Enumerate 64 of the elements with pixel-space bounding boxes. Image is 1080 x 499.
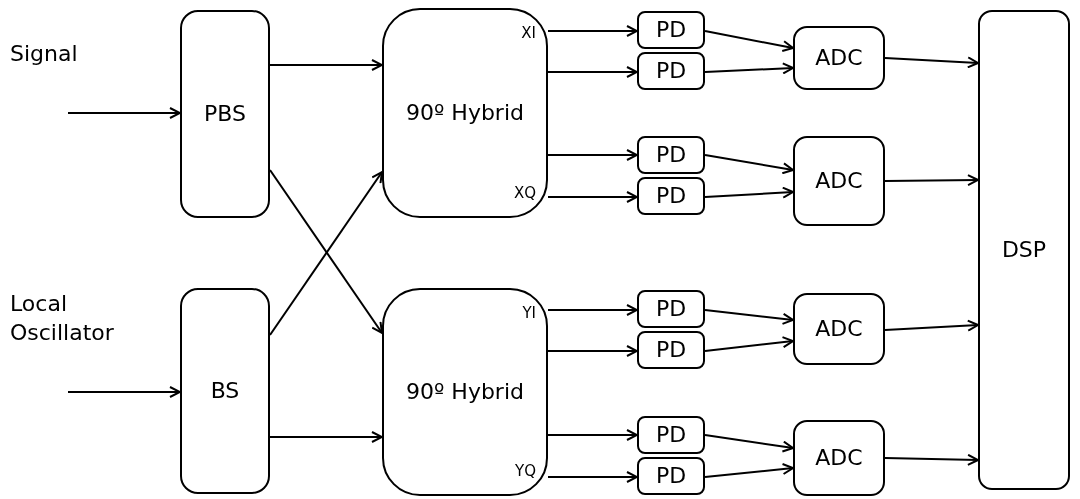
arrow bbox=[884, 56, 979, 69]
arrow bbox=[547, 304, 638, 316]
arrow bbox=[884, 174, 979, 187]
arrow bbox=[547, 25, 638, 37]
node-label: ADC bbox=[815, 443, 863, 472]
arrow bbox=[547, 345, 638, 357]
arrow bbox=[547, 149, 638, 161]
adc-box bbox=[793, 420, 885, 496]
node-label: ADC bbox=[815, 166, 863, 195]
arrow bbox=[67, 386, 181, 398]
hybrid-box bbox=[382, 8, 548, 218]
adc-box bbox=[793, 293, 885, 365]
node-label: ADC bbox=[815, 314, 863, 343]
dsp-box bbox=[978, 10, 1070, 490]
port-label: YI bbox=[522, 304, 536, 322]
photodiode-box bbox=[637, 457, 705, 495]
photodiode-box bbox=[637, 290, 705, 328]
arrow bbox=[704, 336, 794, 352]
photodiode-box bbox=[637, 11, 705, 49]
node-label: PD bbox=[655, 56, 687, 85]
port-label: XI bbox=[521, 24, 536, 42]
node-label: 90º Hybrid bbox=[406, 98, 524, 127]
node-label: PD bbox=[655, 15, 687, 44]
input-label: Signal bbox=[10, 40, 79, 68]
photodiode-box bbox=[637, 416, 705, 454]
node-label: PD bbox=[655, 294, 687, 323]
splitter-box bbox=[180, 10, 270, 218]
node-label: PD bbox=[655, 420, 687, 449]
arrow bbox=[547, 471, 638, 483]
arrow bbox=[884, 319, 979, 332]
node-label: 90º Hybrid bbox=[406, 377, 524, 406]
arrow bbox=[269, 431, 383, 443]
arrow bbox=[704, 154, 794, 175]
arrow bbox=[704, 186, 794, 199]
input-label: Local Oscillator bbox=[10, 290, 115, 347]
arrow bbox=[704, 434, 794, 453]
port-label: XQ bbox=[513, 184, 536, 202]
photodiode-box bbox=[637, 177, 705, 215]
arrow bbox=[547, 429, 638, 441]
port-label: YQ bbox=[515, 462, 536, 480]
photodiode-box bbox=[637, 331, 705, 369]
node-label: PD bbox=[655, 181, 687, 210]
node-label: DSP bbox=[1001, 235, 1047, 264]
node-label: PD bbox=[655, 140, 687, 169]
adc-box bbox=[793, 26, 885, 90]
node-label: PBS bbox=[204, 99, 246, 128]
arrow bbox=[704, 30, 794, 52]
arrow bbox=[269, 59, 383, 71]
photodiode-box bbox=[637, 136, 705, 174]
arrow bbox=[704, 463, 794, 478]
arrow bbox=[884, 453, 979, 466]
node-label: ADC bbox=[815, 43, 863, 72]
node-label: PD bbox=[655, 335, 687, 364]
arrow bbox=[547, 66, 638, 78]
node-label: PD bbox=[655, 461, 687, 490]
photodiode-box bbox=[637, 52, 705, 90]
arrow bbox=[704, 62, 794, 75]
arrow bbox=[704, 309, 794, 325]
splitter-box bbox=[180, 288, 270, 494]
arrow bbox=[67, 107, 181, 119]
adc-box bbox=[793, 136, 885, 226]
arrow bbox=[547, 191, 638, 203]
node-label: BS bbox=[210, 376, 240, 405]
hybrid-box bbox=[382, 288, 548, 496]
